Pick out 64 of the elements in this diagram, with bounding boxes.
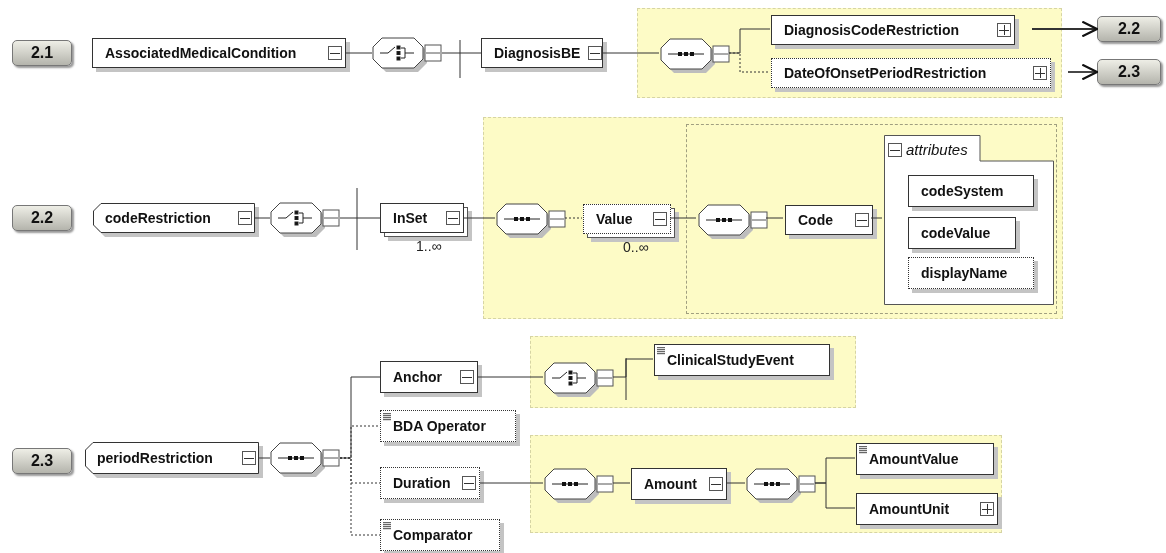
group-band: [637, 8, 1062, 98]
connector-line: [254, 217, 271, 219]
element-name: Comparator: [393, 525, 474, 545]
element-name: AssociatedMedicalCondition: [105, 43, 298, 63]
section-badge: 2.3: [1097, 59, 1161, 85]
attributes-panel: [884, 135, 1054, 305]
element-name: AmountValue: [869, 449, 960, 469]
connector-line: [728, 28, 771, 54]
element-name: InSet: [393, 208, 429, 228]
element-name: Duration: [393, 473, 452, 493]
choice-compositor: [544, 362, 614, 394]
connector-line: [258, 457, 271, 459]
element-name: Amount: [644, 474, 698, 494]
element-name: DateOfOnsetPeriodRestriction: [784, 63, 988, 83]
connector-line: [728, 52, 771, 73]
connector-line: [345, 52, 373, 54]
section-badge: 2.2: [1097, 16, 1161, 42]
section-badge: 2.1: [12, 40, 72, 66]
cardinality-label: 0..∞: [623, 238, 649, 257]
connector-line: [612, 357, 654, 401]
sequence-compositor: [698, 204, 768, 236]
connector-line: [479, 482, 544, 484]
element-name: DiagnosisCodeRestriction: [784, 20, 961, 40]
connector-line: [725, 482, 746, 484]
connector-line: [612, 482, 631, 484]
section-badge: 2.2: [12, 205, 72, 231]
group-band: [530, 435, 1002, 533]
connector-line: [339, 187, 381, 251]
element-name: displayName: [921, 263, 1009, 283]
group-band: [530, 336, 856, 408]
attributes-label: attributes: [906, 140, 968, 160]
element-name: ClinicalStudyEvent: [667, 350, 795, 370]
element-name: codeSystem: [921, 181, 1005, 201]
choice-compositor: [372, 37, 442, 69]
group-band: [483, 117, 1063, 319]
arrow: [1067, 63, 1099, 81]
element-name: AmountUnit: [869, 499, 951, 519]
cardinality-label: 1..∞: [416, 237, 442, 256]
group-frame: [686, 124, 1057, 314]
section-badge: 2.3: [12, 448, 72, 474]
element-name: Code: [798, 210, 834, 230]
connector-line: [441, 39, 482, 79]
connector-line: [477, 376, 544, 378]
connector-line: [870, 217, 883, 219]
connector-line: [814, 482, 856, 509]
connector-line: [339, 376, 381, 459]
choice-compositor: [270, 202, 340, 234]
sequence-compositor: [660, 38, 730, 70]
element-name: DiagnosisBE: [494, 43, 581, 63]
sequence-compositor: [544, 468, 614, 500]
element-name: Anchor: [393, 367, 443, 387]
sequence-compositor: [496, 203, 566, 235]
arrow: [1031, 20, 1099, 38]
connector-line: [564, 217, 583, 219]
connector-line: [463, 217, 496, 219]
sequence-compositor: [270, 442, 340, 474]
element-name: codeValue: [921, 223, 992, 243]
connector-line: [765, 217, 784, 219]
connector-line: [669, 217, 697, 219]
sequence-compositor: [746, 468, 816, 500]
element-name: Value: [596, 209, 634, 229]
connector-line: [339, 457, 381, 536]
element-name: BDA Operator: [393, 416, 487, 436]
connector-line: [602, 52, 660, 54]
